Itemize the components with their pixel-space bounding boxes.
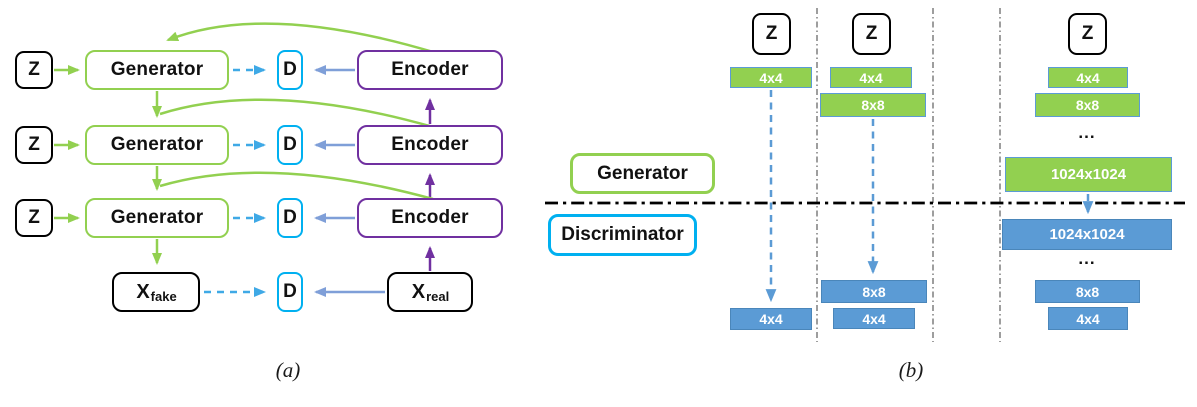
- latent-z-box: Z: [15, 51, 53, 89]
- x-real-label: X: [411, 280, 426, 303]
- discriminator-d-box: D: [277, 50, 303, 90]
- z-to-generator-arrows: [54, 65, 80, 223]
- latent-z-box: Z: [752, 13, 791, 55]
- encoder-to-d-arrows: [314, 65, 385, 297]
- discriminator-d-box: D: [277, 198, 303, 238]
- discriminator-layer-1024x1024: 1024x1024: [1002, 219, 1172, 250]
- legend-discriminator: Discriminator: [548, 214, 697, 256]
- generator-ellipsis: ...: [1078, 123, 1096, 142]
- encoder-box: Encoder: [357, 125, 503, 165]
- latent-z-box: Z: [1068, 13, 1107, 55]
- encoder-box: Encoder: [357, 50, 503, 90]
- generator-to-d-dashed-arrows: [204, 65, 266, 297]
- generator-layer-8x8: 8x8: [820, 93, 926, 117]
- discriminator-ellipsis: ...: [1078, 249, 1096, 268]
- encoder-box: Encoder: [357, 198, 503, 238]
- discriminator-d-box: D: [277, 125, 303, 165]
- x-real-subscript: real: [426, 288, 450, 304]
- x-fake-subscript: fake: [150, 288, 177, 304]
- x-fake-label: X: [136, 280, 150, 303]
- discriminator-d-box: D: [277, 272, 303, 312]
- latent-z-box: Z: [15, 199, 53, 237]
- generator-layer-4x4: 4x4: [1048, 67, 1128, 88]
- latent-z-box: Z: [852, 13, 891, 55]
- column-separator-lines: [816, 8, 1001, 342]
- discriminator-layer-8x8: 8x8: [1035, 280, 1140, 303]
- generator-layer-4x4: 4x4: [730, 67, 812, 88]
- encoder-to-generator-arcs: [159, 22, 434, 201]
- discriminator-layer-4x4: 4x4: [1048, 307, 1128, 330]
- generator-layer-1024x1024: 1024x1024: [1005, 157, 1172, 192]
- discriminator-layer-4x4: 4x4: [833, 308, 915, 329]
- discriminator-layer-8x8: 8x8: [821, 280, 927, 303]
- generator-layer-4x4: 4x4: [830, 67, 912, 88]
- generator-box: Generator: [85, 198, 229, 238]
- generator-box: Generator: [85, 125, 229, 165]
- caption-a: (a): [275, 358, 301, 382]
- legend-generator: Generator: [570, 153, 715, 194]
- discriminator-layer-4x4: 4x4: [730, 308, 812, 330]
- resolution-flow-arrows: [765, 90, 1094, 303]
- generator-box: Generator: [85, 50, 229, 90]
- caption-b: (b): [898, 358, 924, 382]
- latent-z-box: Z: [15, 126, 53, 164]
- generator-layer-8x8: 8x8: [1035, 93, 1140, 117]
